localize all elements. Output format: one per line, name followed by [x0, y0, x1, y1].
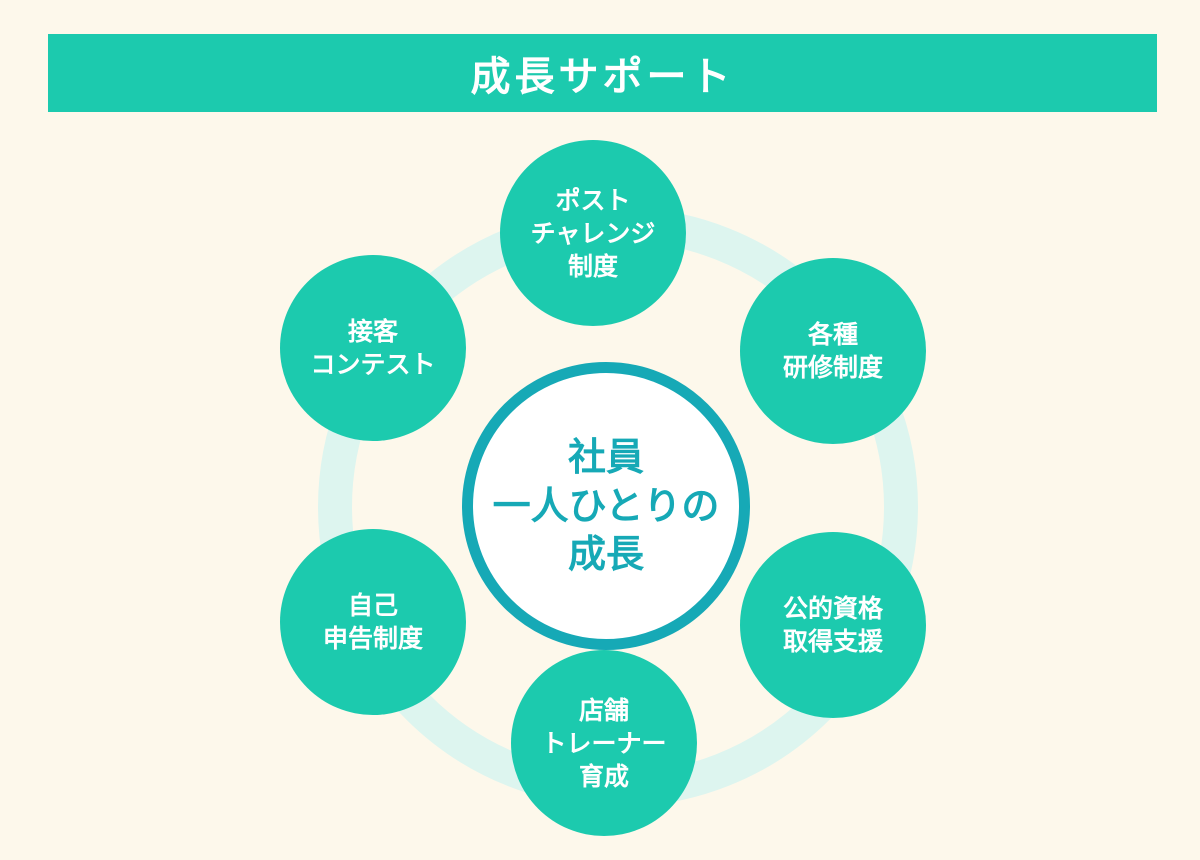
node-label-line: 制度 — [567, 251, 618, 281]
header-banner: 成長サポート — [48, 34, 1157, 112]
center-label-line: 一人ひとりの — [492, 483, 720, 528]
page-title: 成長サポート — [470, 54, 735, 100]
node-certification-support: 公的資格 取得支援 — [740, 532, 926, 718]
node-service-contest: 接客 コンテスト — [280, 255, 466, 441]
node-label-line: 接客 — [347, 317, 398, 346]
node-label-line: 各種 — [807, 320, 858, 349]
node-label-line: コンテスト — [310, 350, 436, 379]
node-label-line: 申告制度 — [322, 624, 423, 653]
node-store-trainer: 店舗 トレーナー 育成 — [511, 650, 697, 836]
node-label-line: ポスト — [555, 185, 631, 215]
node-post-challenge: ポスト チャレンジ 制度 — [500, 140, 686, 326]
node-label-line: 公的資格 — [782, 594, 883, 623]
node-label-line: 取得支援 — [782, 627, 883, 656]
node-self-report: 自己 申告制度 — [280, 529, 466, 715]
center-label-line: 成長 — [567, 532, 644, 577]
node-label-line: 店舗 — [578, 695, 629, 725]
node-training: 各種 研修制度 — [740, 258, 926, 444]
node-label-line: 研修制度 — [782, 353, 883, 382]
node-label-line: チャレンジ — [530, 218, 656, 248]
center-circle: 社員 一人ひとりの 成長 — [462, 362, 750, 650]
center-label-line: 社員 — [567, 435, 644, 480]
node-label-line: 自己 — [347, 591, 398, 620]
node-label-line: トレーナー — [541, 728, 667, 758]
node-label-line: 育成 — [578, 761, 629, 791]
